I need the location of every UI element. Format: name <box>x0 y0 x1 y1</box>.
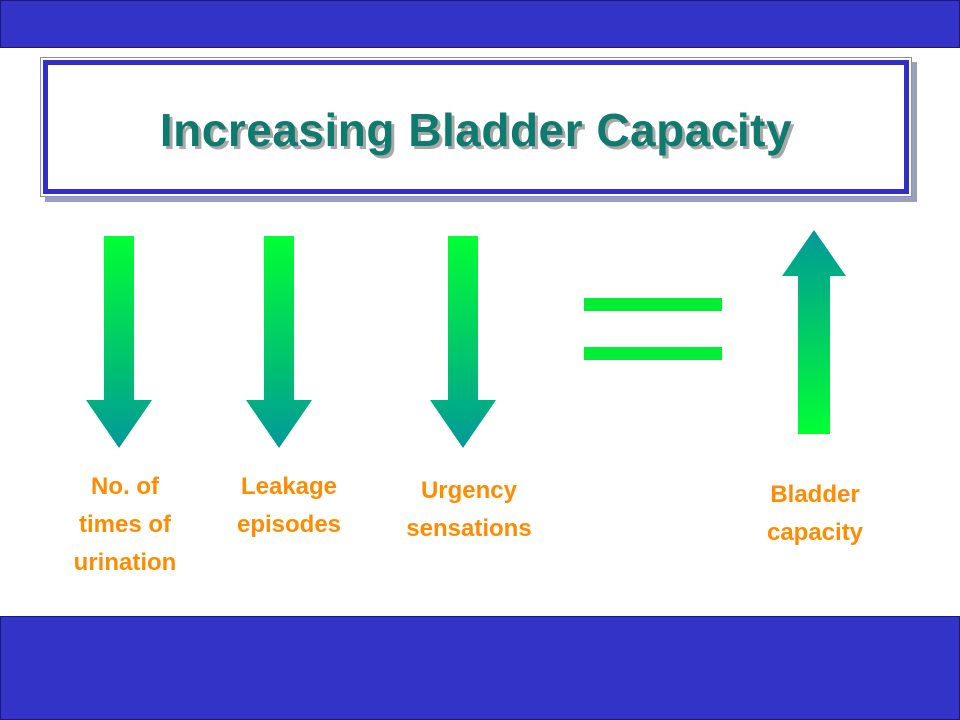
bottom-band <box>0 616 960 720</box>
equals-sign-icon <box>584 298 722 360</box>
label-urination-count: No. of times of urination <box>73 473 177 576</box>
title-box: Increasing Bladder Capacity <box>43 60 909 194</box>
label-leakage-episodes: Leakage episodes <box>236 473 342 538</box>
down-arrow-icon <box>86 236 152 448</box>
page-title: Increasing Bladder Capacity <box>159 104 793 156</box>
down-arrow-icon <box>430 236 496 448</box>
label-urgency-sensations: Urgency sensations <box>406 477 532 542</box>
down-arrow-icon <box>246 236 312 448</box>
label-bladder-capacity: Bladder capacity <box>766 481 864 546</box>
top-band <box>0 0 960 48</box>
up-arrow-icon <box>782 230 846 434</box>
